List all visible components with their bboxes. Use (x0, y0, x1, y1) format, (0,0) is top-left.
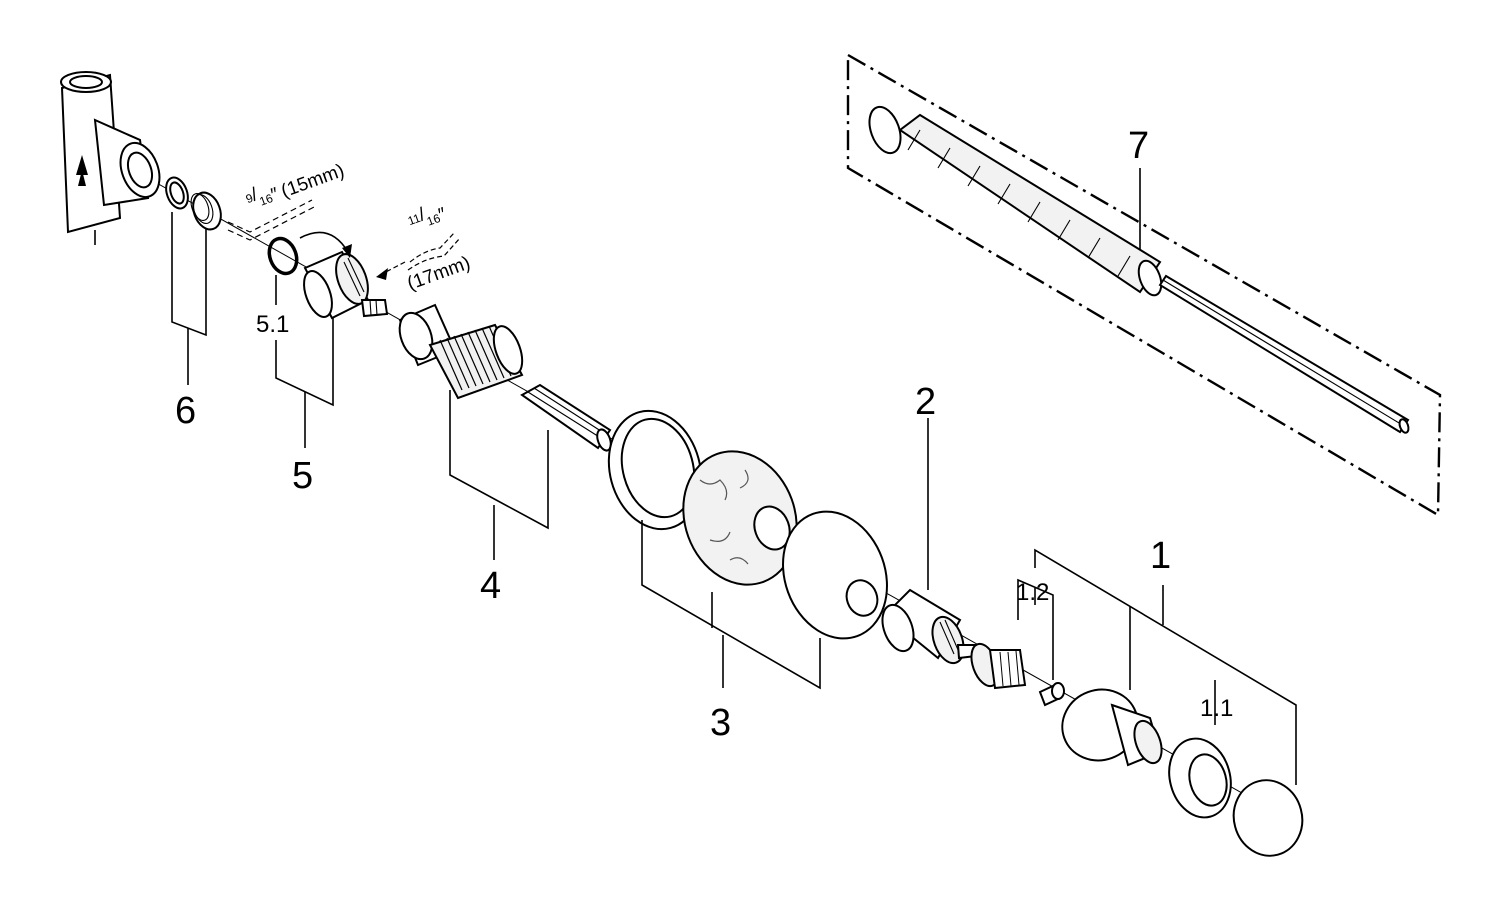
wrench-size-label-1: 9/16″(15mm) (242, 154, 347, 215)
label-1-1: 1.1 (1200, 695, 1233, 722)
label-5-1: 5.1 (256, 311, 289, 338)
o-ring (267, 236, 299, 276)
label-2: 2 (915, 381, 936, 423)
label-1-2: 1.2 (1016, 579, 1049, 606)
label-5: 5 (292, 455, 313, 497)
callout-5-bracket (275, 318, 334, 407)
hex-wrench-icon-2 (376, 231, 461, 280)
spindle-extension (520, 383, 612, 452)
valve-cartridge (303, 250, 389, 320)
wrench-size-label-2-metric: (17mm) (405, 253, 474, 295)
curved-arrow-icon (299, 231, 352, 258)
callout-1-bracket (1034, 548, 1297, 785)
sleeve-ring (607, 409, 703, 531)
label-4: 4 (480, 565, 501, 607)
label-6: 6 (175, 390, 196, 432)
label-1: 1 (1150, 535, 1171, 577)
callout-4-bracket (449, 390, 549, 530)
callout-1-2-bracket (1017, 578, 1054, 680)
valve-body (60, 71, 161, 245)
wrench-size-label-2-fraction: 11/16″ (404, 197, 449, 236)
handle-body (1061, 688, 1163, 767)
label-3: 3 (710, 702, 731, 744)
threaded-adapter (190, 191, 222, 231)
callout-6-bracket (171, 212, 207, 337)
headpart-cartridge (881, 588, 978, 665)
extension-sleeve (398, 303, 524, 400)
hex-wrench-icon (227, 199, 317, 241)
spline-adapter (970, 642, 1027, 690)
label-7: 7 (1128, 125, 1149, 167)
stone-rosette (682, 450, 798, 586)
long-extension-sleeve (868, 105, 1163, 297)
screw (1038, 682, 1065, 707)
extension-kit-frame (846, 52, 1442, 518)
cap (1232, 779, 1304, 857)
washer-ring (165, 176, 189, 210)
double-arrow-up-icon (76, 155, 88, 186)
long-spindle-extension (1158, 274, 1410, 434)
callout-3-bracket (641, 520, 821, 690)
knurled-nut (1168, 737, 1232, 819)
cover-rosette (782, 510, 888, 640)
